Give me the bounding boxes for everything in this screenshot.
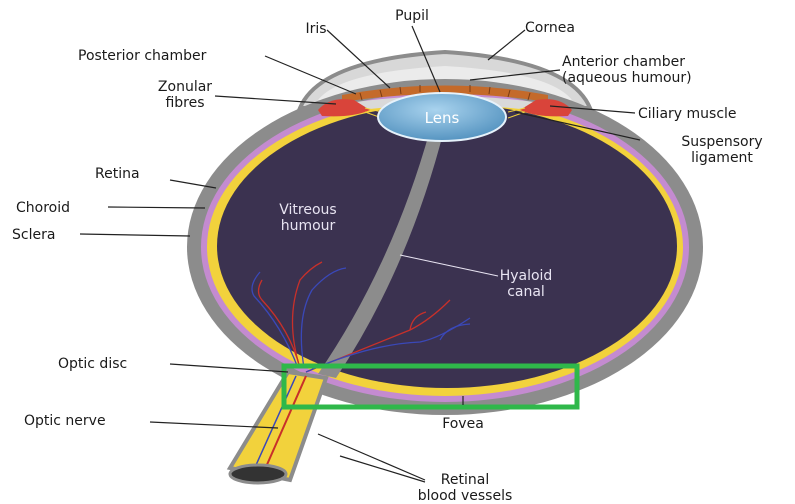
label-suspensory: Suspensory bbox=[681, 134, 762, 150]
label-blood-vessels: blood vessels bbox=[418, 488, 513, 504]
label-ciliary-muscle: Ciliary muscle bbox=[638, 106, 737, 122]
label-sclera: Sclera bbox=[12, 227, 55, 243]
label-hyaloid: Hyaloid bbox=[500, 268, 553, 284]
label-cornea: Cornea bbox=[525, 20, 575, 36]
label-zonular: Zonular bbox=[158, 79, 212, 95]
label-retinal: Retinal bbox=[441, 472, 489, 488]
label-optic-disc: Optic disc bbox=[58, 356, 127, 372]
label-fibres: fibres bbox=[165, 95, 204, 111]
label-retina: Retina bbox=[95, 166, 140, 182]
label-optic-nerve: Optic nerve bbox=[24, 413, 106, 429]
label-humour: humour bbox=[281, 218, 336, 234]
optic-nerve-end bbox=[230, 465, 286, 483]
label-canal: canal bbox=[507, 284, 545, 300]
label-posterior-chamber: Posterior chamber bbox=[78, 48, 207, 64]
label-ligament: ligament bbox=[691, 150, 753, 166]
vitreous-body bbox=[217, 104, 677, 388]
label-aqueous-humour: (aqueous humour) bbox=[562, 70, 692, 86]
label-vitreous: Vitreous bbox=[279, 202, 336, 218]
label-choroid: Choroid bbox=[16, 200, 70, 216]
label-iris: Iris bbox=[305, 21, 326, 37]
label-pupil: Pupil bbox=[395, 8, 429, 24]
label-anterior-chamber: Anterior chamber bbox=[562, 54, 685, 70]
label-lens: Lens bbox=[425, 109, 460, 127]
label-fovea: Fovea bbox=[442, 416, 484, 432]
